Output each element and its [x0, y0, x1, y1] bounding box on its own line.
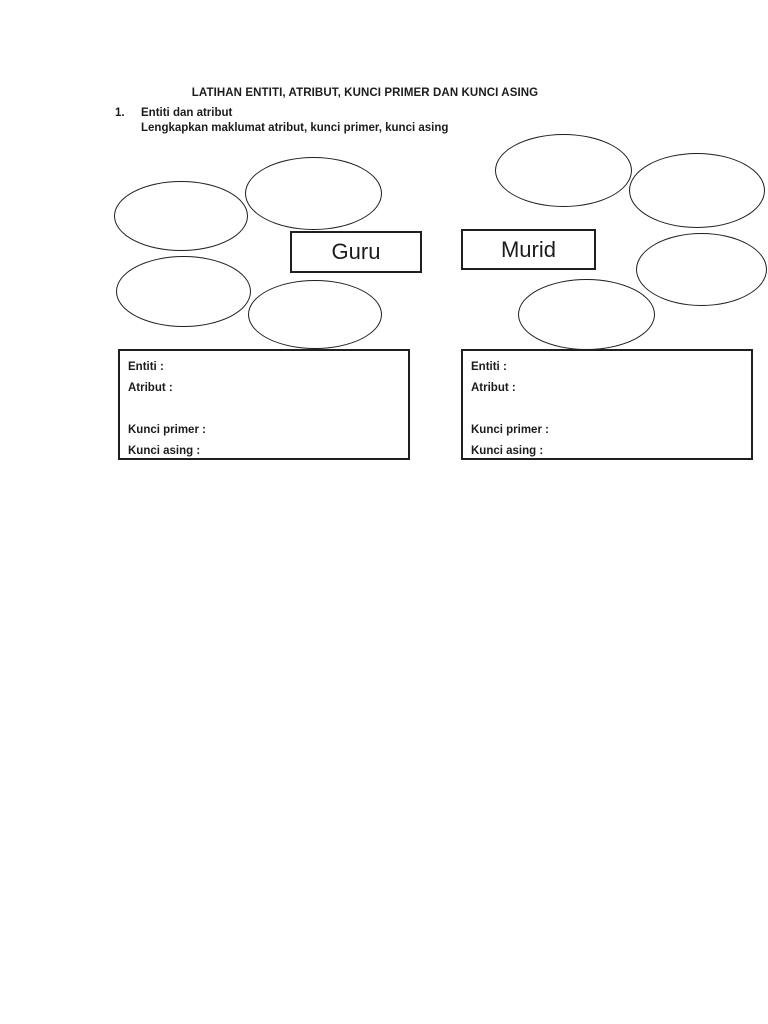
attribute-ellipse	[248, 280, 382, 349]
attribute-ellipse	[114, 181, 248, 251]
attribute-ellipse	[518, 279, 655, 350]
attribute-ellipse	[116, 256, 251, 327]
field-label-kunci-primer: Kunci primer :	[128, 424, 206, 436]
entity-label-guru: Guru	[331, 239, 381, 264]
answer-box-guru: Entiti : Atribut : Kunci primer : Kunci …	[118, 349, 410, 460]
answer-box-murid: Entiti : Atribut : Kunci primer : Kunci …	[461, 349, 753, 460]
attribute-ellipse	[495, 134, 632, 207]
entity-rectangle-guru: Guru	[290, 231, 422, 273]
field-label-entiti: Entiti :	[471, 361, 507, 373]
list-item-number: 1.	[115, 107, 125, 119]
attribute-ellipse	[629, 153, 765, 228]
document-title: LATIHAN ENTITI, ATRIBUT, KUNCI PRIMER DA…	[191, 87, 539, 99]
entity-rectangle-murid: Murid	[461, 229, 596, 270]
field-label-kunci-asing: Kunci asing :	[128, 445, 201, 457]
attribute-ellipse	[636, 233, 767, 306]
blank-line	[128, 399, 408, 420]
field-label-kunci-asing: Kunci asing :	[471, 445, 544, 457]
list-item-title: Entiti dan atribut	[141, 107, 233, 119]
field-label-atribut: Atribut :	[128, 382, 173, 394]
field-label-entiti: Entiti :	[128, 361, 164, 373]
field-label-atribut: Atribut :	[471, 382, 516, 394]
entity-label-murid: Murid	[500, 236, 556, 262]
blank-line	[471, 399, 751, 420]
instruction-text: Lengkapkan maklumat atribut, kunci prime…	[141, 122, 449, 134]
attribute-ellipse	[245, 157, 382, 230]
field-label-kunci-primer: Kunci primer :	[471, 424, 549, 436]
